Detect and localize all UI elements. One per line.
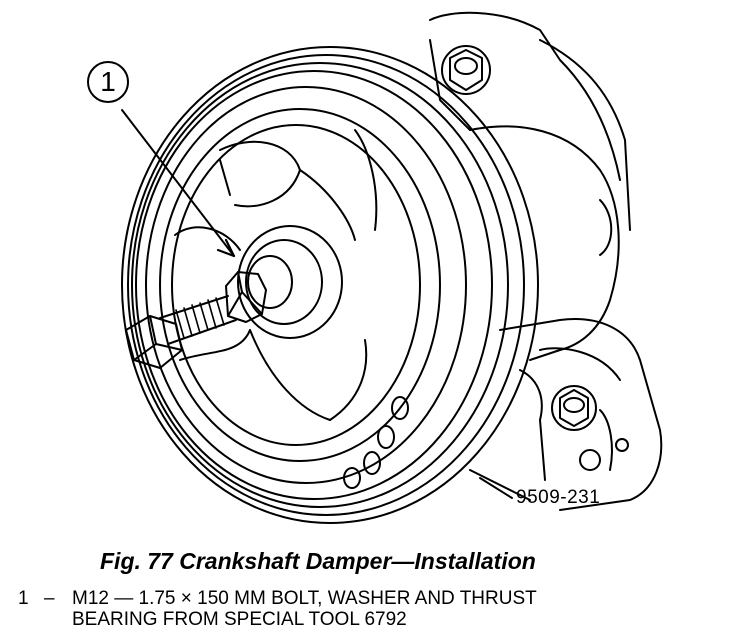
callout-number: 1 (100, 66, 116, 97)
damper-hub (237, 225, 343, 339)
damper-web (174, 129, 378, 421)
figure-reference-code: 9509-231 (516, 487, 601, 508)
damper-drawing (87, 11, 663, 524)
installation-bolt (125, 271, 267, 369)
damper-holes (343, 396, 409, 489)
crankshaft-damper-illustration: 1 9509-231 (87, 11, 663, 524)
lower-bolt (551, 385, 597, 431)
legend-item-number: 1 (18, 588, 29, 609)
legend-item-text-line1: M12 — 1.75 × 150 MM BOLT, WASHER AND THR… (72, 588, 537, 609)
callout-circle (87, 61, 129, 103)
callout-leader (121, 109, 236, 258)
damper-pulley (121, 46, 539, 524)
upper-bolt (441, 45, 491, 95)
legend-item-text-line2: BEARING FROM SPECIAL TOOL 6792 (72, 609, 407, 630)
figure-caption: Fig. 77 Crankshaft Damper—Installation (100, 548, 536, 574)
legend-item-separator: – (44, 588, 55, 609)
engine-block (429, 11, 663, 511)
ref-leader (479, 477, 513, 499)
